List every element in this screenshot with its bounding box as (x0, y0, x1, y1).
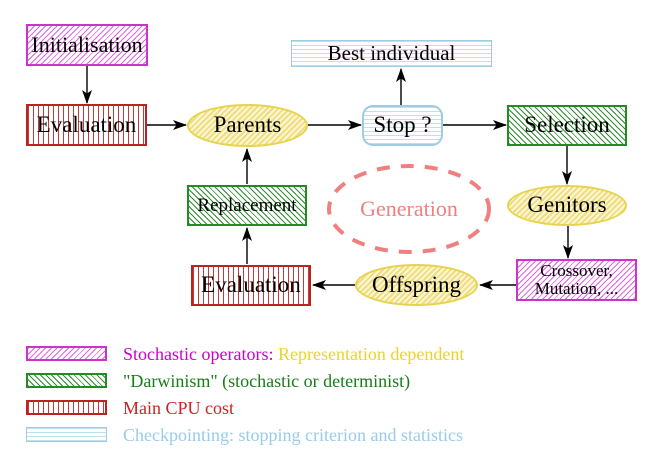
evaluation-bottom-label: Evaluation (201, 272, 301, 298)
parents-ellipse: Parents (187, 104, 308, 147)
selection-label: Selection (524, 112, 610, 138)
offspring-label: Offspring (371, 271, 461, 297)
mutation-label: Mutation, ... (534, 279, 619, 298)
legend-swatch-cpu-cost (26, 400, 107, 415)
legend-representation-label: Representation dependent (277, 344, 465, 364)
replacement-box: Replacement (187, 185, 307, 226)
generation-label: Generation (360, 196, 458, 221)
legend-checkpointing: Checkpointing: stopping criterion and st… (123, 425, 463, 445)
evaluation-bottom-box: Evaluation (191, 265, 311, 306)
genitors-ellipse: Genitors (507, 185, 627, 226)
genitors-label: Genitors (527, 192, 607, 218)
evaluation-top-box: Evaluation (26, 104, 147, 146)
stop-label: Stop ? (373, 112, 432, 138)
legend-cpu-cost: Main CPU cost (123, 398, 235, 418)
legend-swatch-checkpointing (26, 427, 107, 442)
legend-stochastic-label: Stochastic operators: (123, 344, 274, 364)
crossover-label: Crossover, (540, 261, 613, 281)
initialisation-box: Initialisation (26, 24, 148, 66)
legend-swatch-stochastic-operators (26, 346, 107, 361)
legend-swatch-darwinism (26, 373, 107, 388)
offspring-ellipse: Offspring (355, 264, 478, 306)
evaluation-top-label: Evaluation (36, 111, 137, 137)
best-individual-box: Best individual (291, 40, 492, 67)
legend-darwinism: "Darwinism" (stochastic or determinist) (123, 371, 411, 391)
stop-box: Stop ? (362, 105, 443, 146)
initialisation-label: Initialisation (31, 32, 143, 58)
parents-label: Parents (213, 112, 282, 138)
best-individual-label: Best individual (327, 41, 456, 66)
legend-stochastic-operators: Stochastic operators: Representation dep… (123, 344, 464, 365)
replacement-label: Replacement (197, 194, 297, 216)
crossover-mutation-box: Crossover, Mutation, ... (516, 259, 637, 301)
selection-box: Selection (507, 105, 627, 146)
